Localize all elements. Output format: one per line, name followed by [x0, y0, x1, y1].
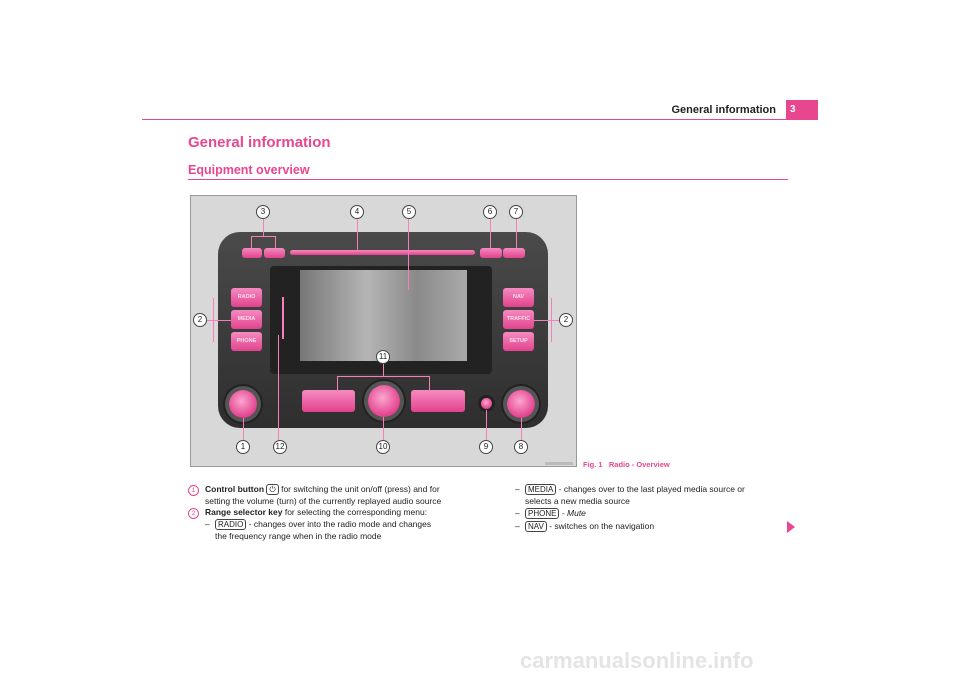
media-key: MEDIA	[231, 310, 262, 329]
leader-line	[278, 335, 279, 441]
callout-2-left: 2	[193, 313, 207, 327]
subitem-phone: – PHONE - Mute	[515, 508, 586, 519]
section-title: Equipment overview	[188, 163, 310, 177]
leader-line	[516, 218, 517, 248]
power-icon: ⏻	[266, 484, 279, 495]
microphone	[481, 398, 492, 409]
setup-key: SETUP	[503, 332, 534, 351]
subitem-media: – MEDIA - changes over to the last playe…	[515, 484, 745, 506]
section-rule	[188, 179, 788, 180]
info-button	[503, 248, 525, 258]
left-function-key	[302, 390, 355, 412]
eject-button	[480, 248, 502, 258]
phone-key: PHONE	[231, 332, 262, 351]
display-screen	[300, 270, 467, 361]
seek-forward-button	[264, 248, 285, 258]
right-function-key	[411, 390, 465, 412]
item-1: 1 Control button ⏻ for switching the uni…	[188, 484, 441, 506]
radio-key: RADIO	[231, 288, 262, 307]
leader-line	[357, 218, 358, 250]
header-rule	[142, 119, 818, 120]
callout-11: 11	[376, 350, 390, 364]
callout-9: 9	[479, 440, 493, 454]
leader-line	[243, 418, 244, 441]
leader-line	[490, 218, 491, 248]
leader-line	[486, 410, 487, 441]
page-number: 3	[786, 100, 818, 119]
leader-line	[408, 218, 409, 290]
callout-2-right: 2	[559, 313, 573, 327]
leader-line	[534, 320, 560, 321]
subitem-radio: – RADIO - changes over into the radio mo…	[205, 519, 432, 541]
leader-line	[521, 418, 522, 441]
nav-key: NAV	[503, 288, 534, 307]
figure-caption: Fig. 1 Radio - Overview	[583, 460, 670, 469]
leader-line	[206, 320, 231, 321]
leader-line	[263, 218, 264, 236]
traffic-key: TRAFFIC	[503, 310, 534, 329]
callout-10: 10	[376, 440, 390, 454]
callout-3: 3	[256, 205, 270, 219]
power-volume-knob	[229, 390, 257, 418]
leader-line	[275, 236, 276, 248]
callout-1: 1	[236, 440, 250, 454]
callout-4: 4	[350, 205, 364, 219]
figure-id-mark	[545, 462, 573, 465]
back-button	[507, 390, 535, 418]
item-2: 2 Range selector key for selecting the c…	[188, 507, 438, 519]
sd-slot	[282, 297, 284, 339]
callout-6: 6	[483, 205, 497, 219]
menu-knob	[368, 385, 400, 417]
leader-line	[337, 376, 429, 377]
seek-back-button	[242, 248, 262, 258]
leader-line	[337, 376, 338, 392]
chapter-title: General information	[188, 134, 331, 151]
subitem-nav: – NAV - switches on the navigation	[515, 521, 655, 532]
watermark: carmanualsonline.info	[520, 648, 754, 673]
leader-line	[251, 236, 252, 248]
cd-slot	[290, 250, 475, 255]
leader-line	[383, 363, 384, 376]
leader-line	[383, 417, 384, 441]
callout-5: 5	[402, 205, 416, 219]
leader-line	[251, 236, 275, 237]
callout-8: 8	[514, 440, 528, 454]
callout-7: 7	[509, 205, 523, 219]
leader-line	[429, 376, 430, 392]
next-page-arrow-icon[interactable]	[787, 521, 795, 533]
callout-12: 12	[273, 440, 287, 454]
running-header: General information	[671, 104, 776, 116]
